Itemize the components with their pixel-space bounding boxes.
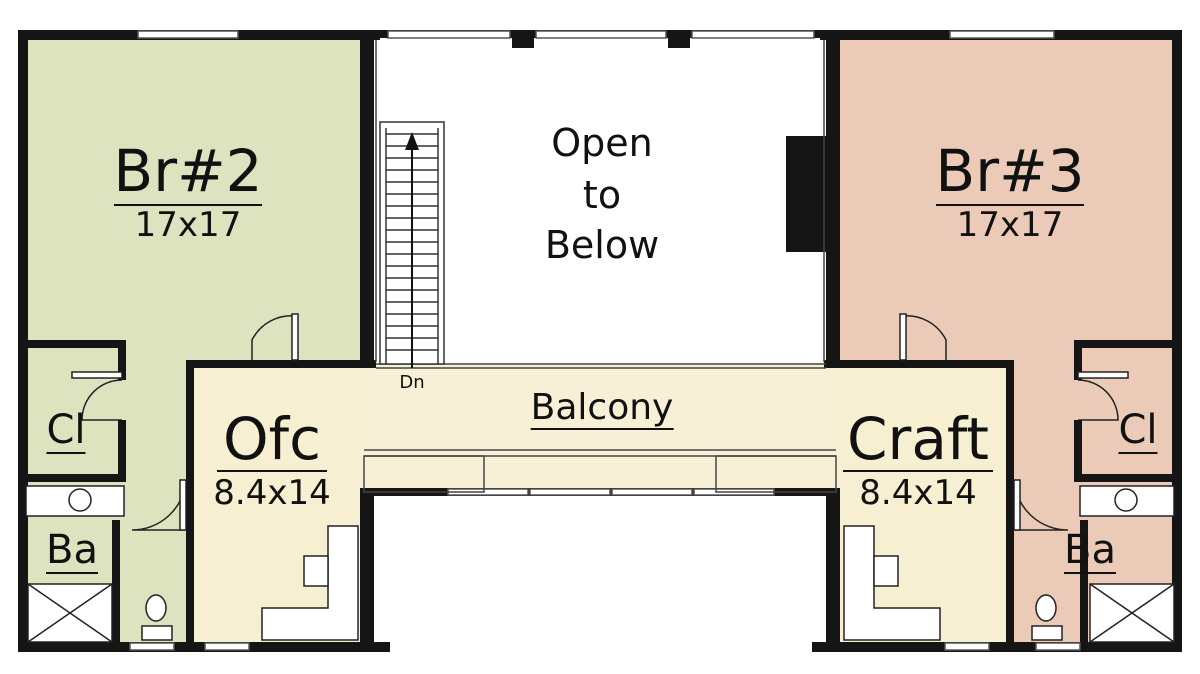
balcony-label: Balcony bbox=[530, 387, 674, 430]
railings bbox=[363, 40, 837, 493]
craft-divider bbox=[843, 470, 993, 472]
cl-left-label: Cl bbox=[46, 407, 86, 454]
stair-down-label: Dn bbox=[399, 372, 425, 393]
br2-name: Br#2 bbox=[113, 137, 263, 205]
lower-open-area bbox=[372, 494, 830, 674]
ofc-divider bbox=[217, 470, 327, 472]
doors bbox=[71, 313, 1129, 531]
sink-right-icon bbox=[1114, 488, 1138, 512]
craft-size: 8.4x14 bbox=[859, 473, 977, 513]
br3-size: 17x17 bbox=[956, 205, 1064, 245]
ba-right-label: Ba bbox=[1064, 527, 1116, 574]
bath-fixtures bbox=[25, 485, 1175, 643]
br2-size: 17x17 bbox=[134, 205, 242, 245]
br3-name: Br#3 bbox=[935, 137, 1085, 205]
open-to-below-line3: Below bbox=[544, 223, 660, 267]
open-to-below-line1: Open bbox=[551, 121, 653, 165]
toilet-right-icon bbox=[1035, 594, 1057, 622]
windows bbox=[129, 30, 1081, 651]
br3-divider bbox=[936, 204, 1084, 206]
stair bbox=[379, 121, 445, 368]
ofc-name: Ofc bbox=[223, 405, 321, 473]
desks bbox=[261, 525, 941, 641]
sink-left-icon bbox=[68, 488, 92, 512]
ofc-size: 8.4x14 bbox=[213, 473, 331, 513]
open-to-below-area bbox=[372, 40, 830, 362]
cl-right-label: Cl bbox=[1118, 407, 1158, 454]
craft-name: Craft bbox=[846, 405, 990, 473]
toilet-left-icon bbox=[145, 594, 167, 622]
open-to-below-line2: to bbox=[582, 173, 622, 217]
ba-left-label: Ba bbox=[46, 527, 98, 574]
br2-divider bbox=[114, 204, 262, 206]
